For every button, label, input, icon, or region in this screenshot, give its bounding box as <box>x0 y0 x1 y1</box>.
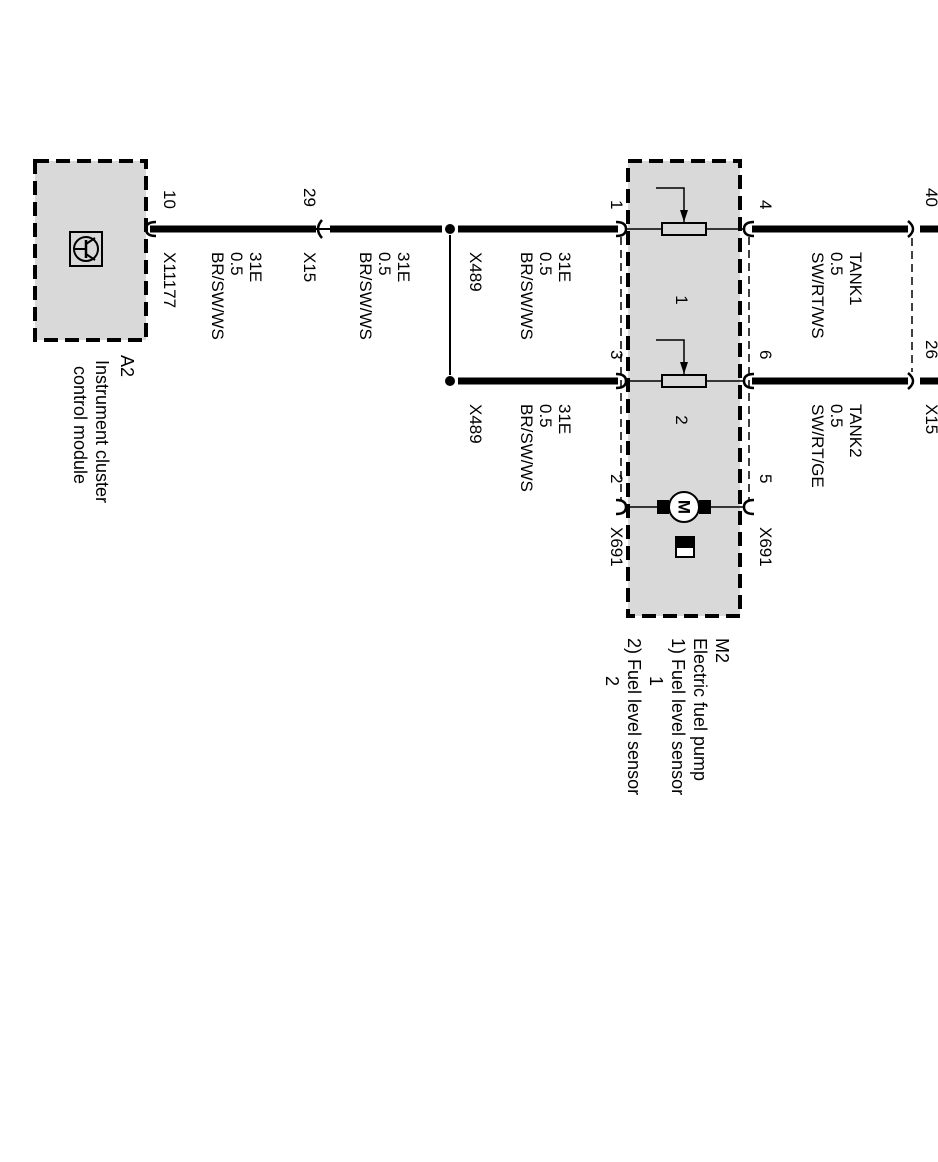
splice-dot-bottom <box>445 376 455 386</box>
pin-hook-40 <box>907 220 915 238</box>
a2-description-line1: Instrument cluster <box>92 360 112 503</box>
pin-hook-m2-2 <box>615 498 628 516</box>
potentiometer-icon <box>661 222 707 236</box>
a2-box <box>33 159 148 342</box>
wire-4-signal: 31E <box>555 404 574 434</box>
m2-note-2-line1: 2) Fuel level sensor <box>624 638 644 795</box>
x489-label-b: X489 <box>466 404 485 444</box>
wire-1-gauge: 0.5 <box>227 252 246 276</box>
component-m2[interactable]: M 1 2 <box>626 159 744 618</box>
m2-connector-left: X691 <box>607 527 626 567</box>
a2-description-line2: control module <box>70 366 90 484</box>
potentiometer-icon <box>661 374 707 388</box>
x15-connector: X15 <box>300 252 319 282</box>
sensor-1-label: 1 <box>672 295 691 304</box>
a2-pin-10: 10 <box>160 190 179 209</box>
a2-id: A2 <box>117 355 137 377</box>
tank1-gauge: 0.5 <box>827 252 846 276</box>
m2-description: Electric fuel pump <box>690 638 710 781</box>
m2-pin-5: 5 <box>756 474 775 483</box>
connector-outlines <box>620 237 913 500</box>
pump-symbol-icon <box>675 536 695 558</box>
m2-connector-right: X691 <box>756 527 775 567</box>
right-pin-26: 26 <box>922 340 938 359</box>
wire-3-gauge: 0.5 <box>536 252 555 276</box>
component-a2[interactable] <box>33 159 148 342</box>
wire-4-color: BR/SW/WS <box>517 404 536 492</box>
motor-label: M <box>675 500 694 514</box>
pin-hook-26 <box>907 372 915 390</box>
pin-hook-m2-5 <box>742 498 755 516</box>
splice-dot-top <box>445 224 455 234</box>
wire-4-gauge: 0.5 <box>536 404 555 428</box>
wire-1-signal: 31E <box>246 252 265 282</box>
m2-pin-1: 1 <box>607 200 626 209</box>
tank1-color: SW/RT/WS <box>808 252 827 339</box>
m2-note-1-line1: 1) Fuel level sensor <box>668 638 688 795</box>
sensor-2-label: 2 <box>672 415 691 424</box>
m2-pin-3: 3 <box>607 350 626 359</box>
x489-label-a: X489 <box>466 252 485 292</box>
m2-note-2-line2: 2 <box>602 676 622 686</box>
right-connector-x15: X15 <box>922 404 938 434</box>
splice-x489[interactable] <box>445 224 455 386</box>
m2-note-1-line2: 1 <box>646 676 666 686</box>
transistor-icon <box>69 231 103 267</box>
tank2-signal: TANK2 <box>846 404 865 458</box>
m2-id: M2 <box>712 638 732 663</box>
m2-pin-2: 2 <box>607 474 626 483</box>
wire-1-color: BR/SW/WS <box>208 252 227 340</box>
wire-2-color: BR/SW/WS <box>356 252 375 340</box>
tank2-color: SW/RT/GE <box>808 404 827 488</box>
motor-icon: M <box>626 491 744 523</box>
right-pin-40: 40 <box>922 188 938 207</box>
fuel-level-sensor-2 <box>626 339 744 388</box>
m2-pin-4: 4 <box>756 200 775 209</box>
wire-3-signal: 31E <box>555 252 574 282</box>
m2-pin-6: 6 <box>756 350 775 359</box>
fuel-level-sensor-1 <box>626 187 744 236</box>
wire-3-color: BR/SW/WS <box>517 252 536 340</box>
wire-2-signal: 31E <box>394 252 413 282</box>
a2-connector-x11177: X11177 <box>160 252 179 308</box>
wire-2-gauge: 0.5 <box>375 252 394 276</box>
tank2-gauge: 0.5 <box>827 404 846 428</box>
x15-pin-29: 29 <box>300 188 319 207</box>
pin-hook-a2-10 <box>144 220 157 238</box>
tank1-signal: TANK1 <box>846 252 865 306</box>
